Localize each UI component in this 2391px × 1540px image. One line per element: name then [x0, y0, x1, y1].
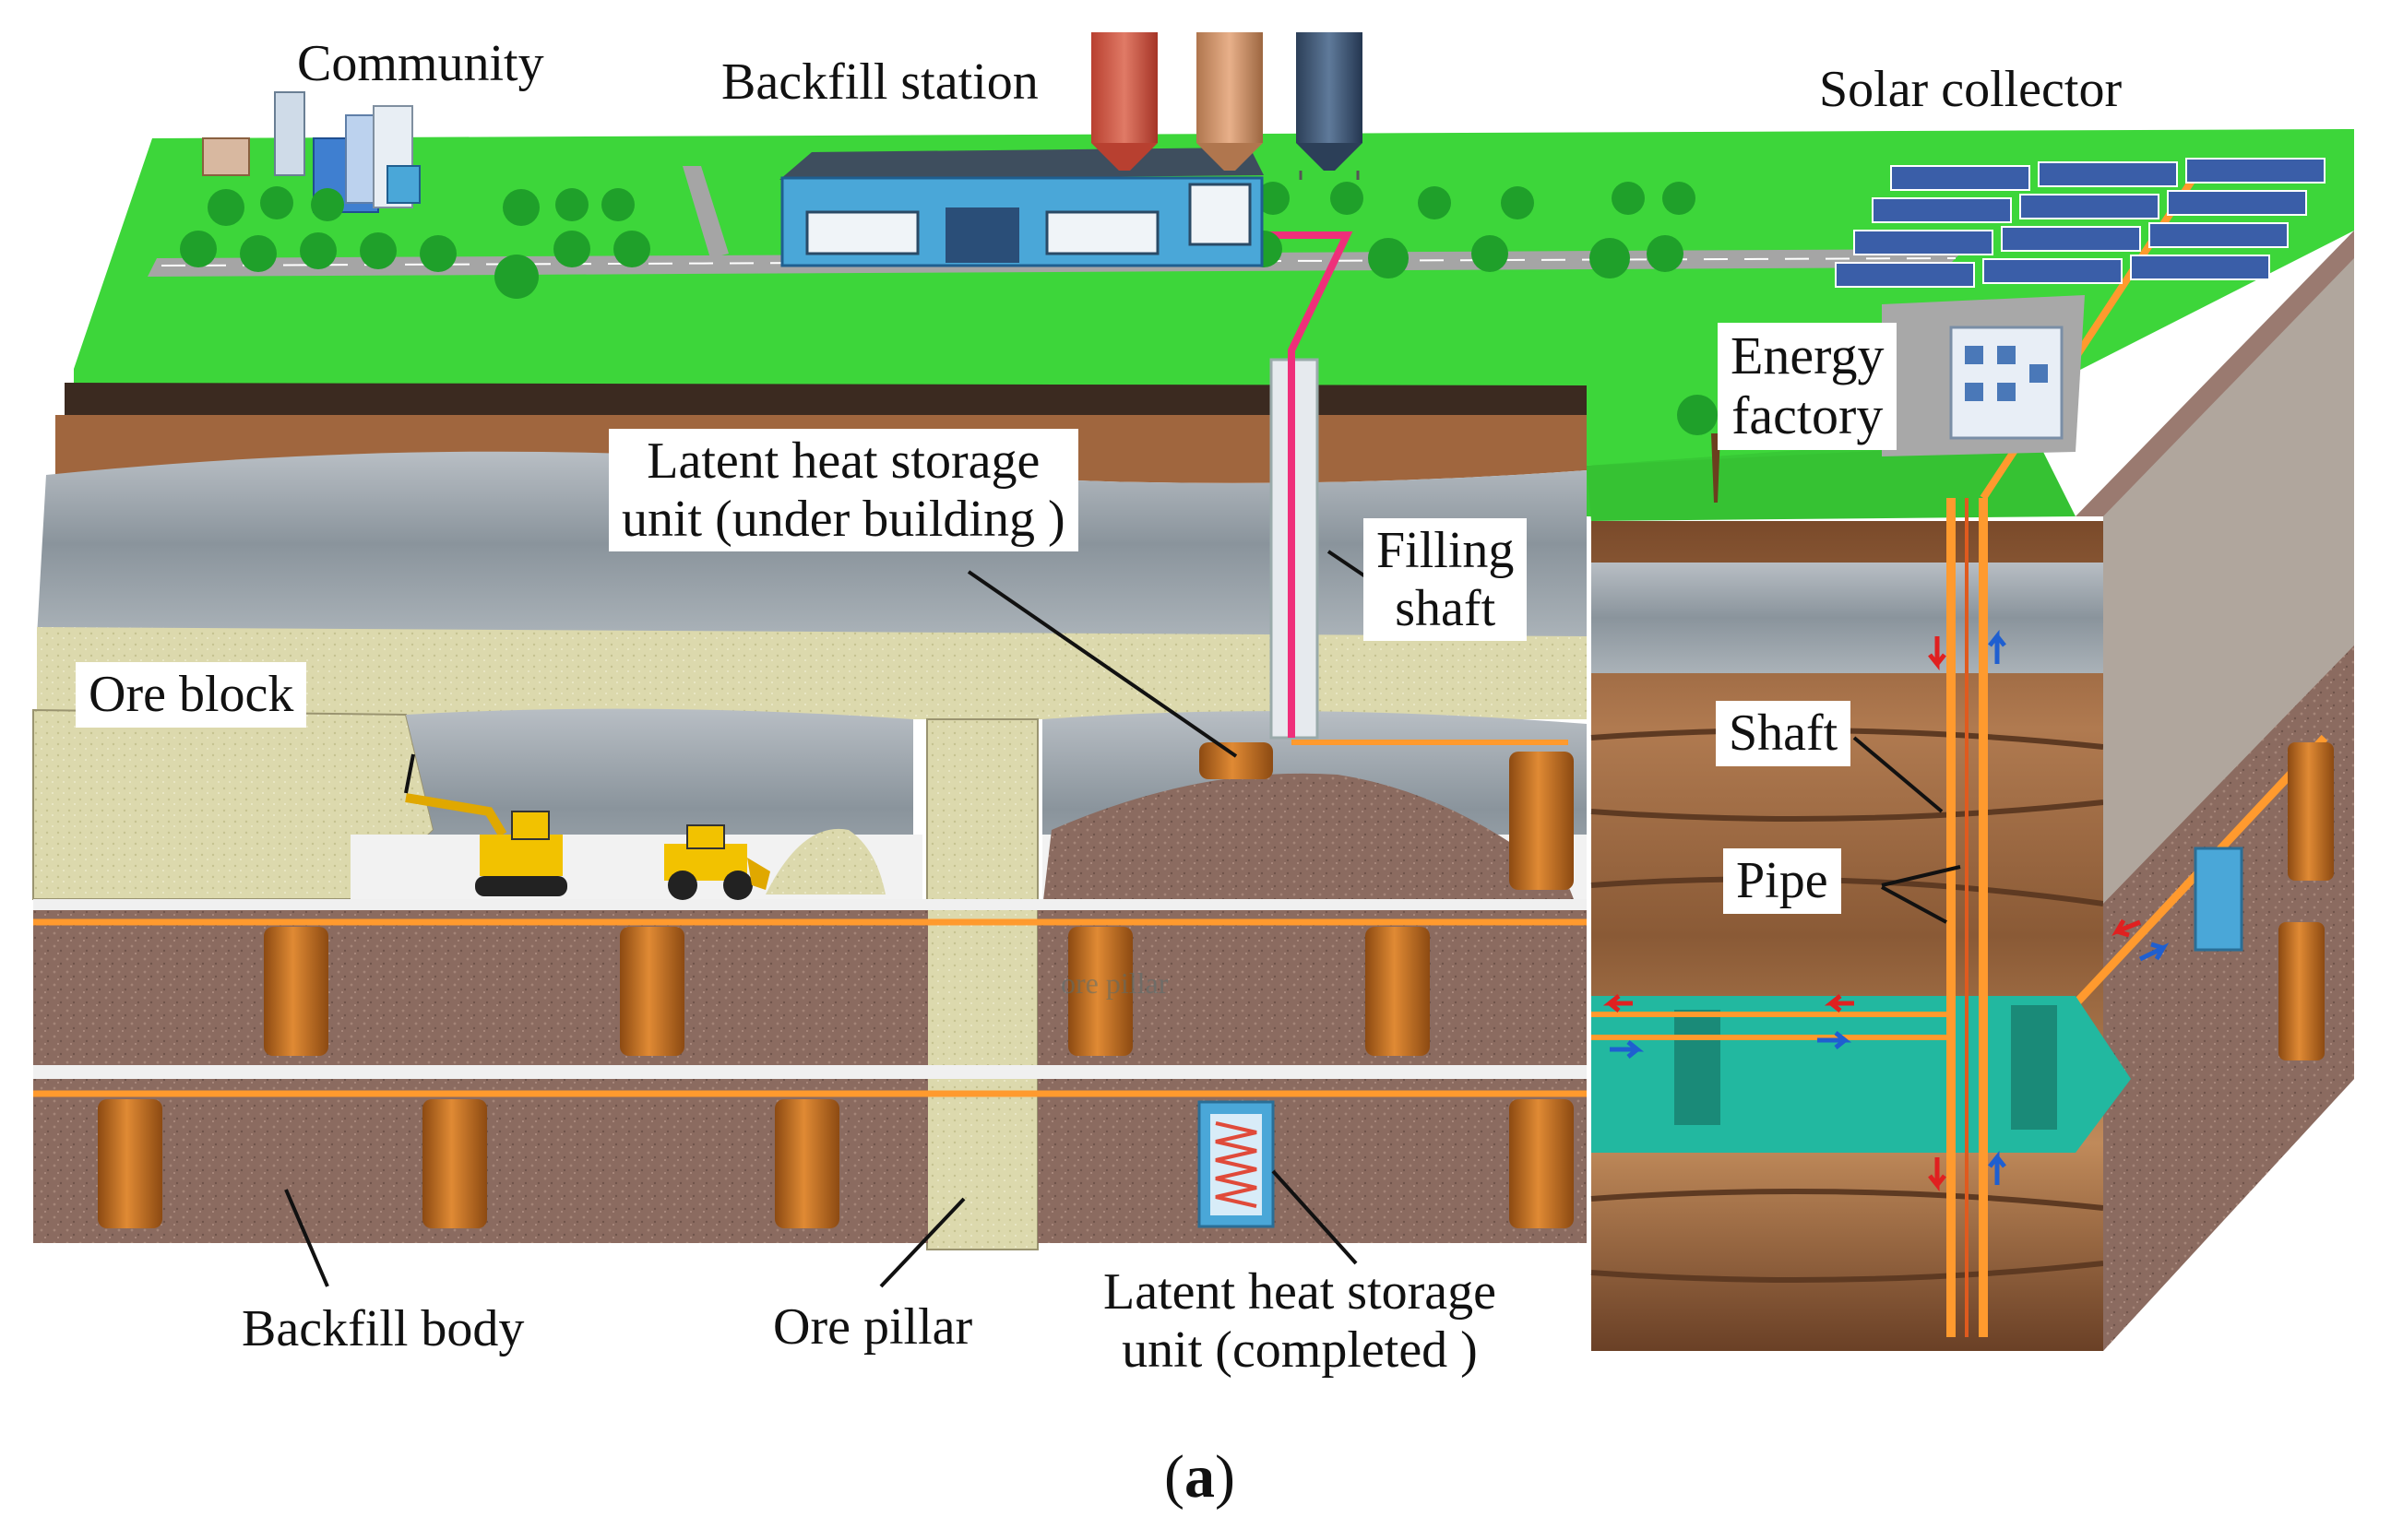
column	[620, 927, 684, 1056]
label-community: Community	[297, 35, 544, 92]
label-backfill-station: Backfill station	[721, 53, 1039, 111]
label-pipe: Pipe	[1723, 848, 1841, 914]
label-solar-collector: Solar collector	[1819, 61, 2123, 118]
label-filling-line2: shaft	[1395, 579, 1496, 637]
label-energy-factory-line2: factory	[1731, 385, 1884, 445]
solar-panels	[1835, 158, 2326, 288]
column-top-unit	[1199, 742, 1273, 779]
column	[775, 1099, 839, 1228]
energy-factory-building	[1949, 326, 2064, 440]
trees	[180, 182, 1718, 435]
column	[1509, 752, 1574, 890]
silos	[1091, 32, 1362, 180]
label-backfill-body: Backfill body	[242, 1300, 525, 1357]
label-shaft: Shaft	[1716, 701, 1851, 766]
roadway-wall	[1674, 1010, 1720, 1125]
label-ore-block: Ore block	[76, 662, 307, 728]
right-block-rock-band	[1591, 563, 2103, 673]
side-coil-unit	[2194, 847, 2243, 952]
faint-ore-pillar-text: ore pillar	[1061, 966, 1169, 1000]
backfill-level-2-right	[1038, 1079, 1587, 1243]
sand-band	[37, 627, 1587, 719]
level-divider-1	[33, 1065, 1587, 1079]
flow-arrows	[1602, 629, 2170, 1192]
label-latent-bottom-line1: Latent heat storage	[1103, 1263, 1497, 1321]
label-energy-factory: Energy factory	[1718, 323, 1897, 450]
side-column	[2278, 922, 2325, 1060]
side-pipe	[2053, 734, 2328, 1027]
label-latent-heat-storage-completed: Latent heat storage unit (completed )	[1103, 1263, 1496, 1379]
label-latent-bottom-line2: unit (completed )	[1122, 1321, 1478, 1379]
community-buildings	[202, 91, 421, 213]
ore-pile	[766, 828, 886, 894]
completed-storage-unit	[1197, 1100, 1275, 1228]
leader-lines	[284, 550, 1961, 1288]
right-tree-trunk	[1711, 433, 1720, 503]
backfill-level-1-left	[33, 908, 928, 1065]
label-filling-line1: Filling	[1376, 522, 1515, 579]
caption-letter: a	[1184, 1443, 1215, 1510]
column	[264, 927, 328, 1056]
label-ore-pillar: Ore pillar	[773, 1298, 973, 1356]
label-latent-heat-storage-under-building: Latent heat storage unit (under building…	[609, 429, 1078, 552]
roadway-wall	[2011, 1005, 2057, 1130]
figure-caption: (a)	[1164, 1443, 1235, 1511]
label-energy-factory-line1: Energy	[1731, 326, 1885, 385]
backfill-pile	[1042, 773, 1577, 908]
level-divider-0	[33, 899, 1587, 910]
topsoil-band	[65, 383, 1587, 417]
ore-pillar-column	[926, 718, 1039, 1250]
column	[1365, 927, 1430, 1056]
label-latent-top-line1: Latent heat storage	[647, 432, 1041, 490]
column	[1068, 927, 1133, 1056]
loader	[664, 824, 770, 900]
label-filling-shaft: Filling shaft	[1363, 518, 1528, 642]
caption-close: )	[1214, 1443, 1235, 1510]
excavator	[405, 793, 567, 896]
side-face-rock	[2103, 258, 2354, 904]
column	[422, 1099, 487, 1228]
storage-columns	[98, 742, 1574, 1228]
backfill-station-building	[779, 148, 1264, 267]
road-branch	[683, 166, 729, 258]
column	[1509, 1099, 1574, 1228]
column	[98, 1099, 162, 1228]
caption-open: (	[1164, 1443, 1184, 1510]
side-column	[2288, 742, 2334, 881]
filling-pipe	[1236, 231, 1353, 738]
label-latent-top-line2: unit (under building )	[622, 490, 1065, 548]
